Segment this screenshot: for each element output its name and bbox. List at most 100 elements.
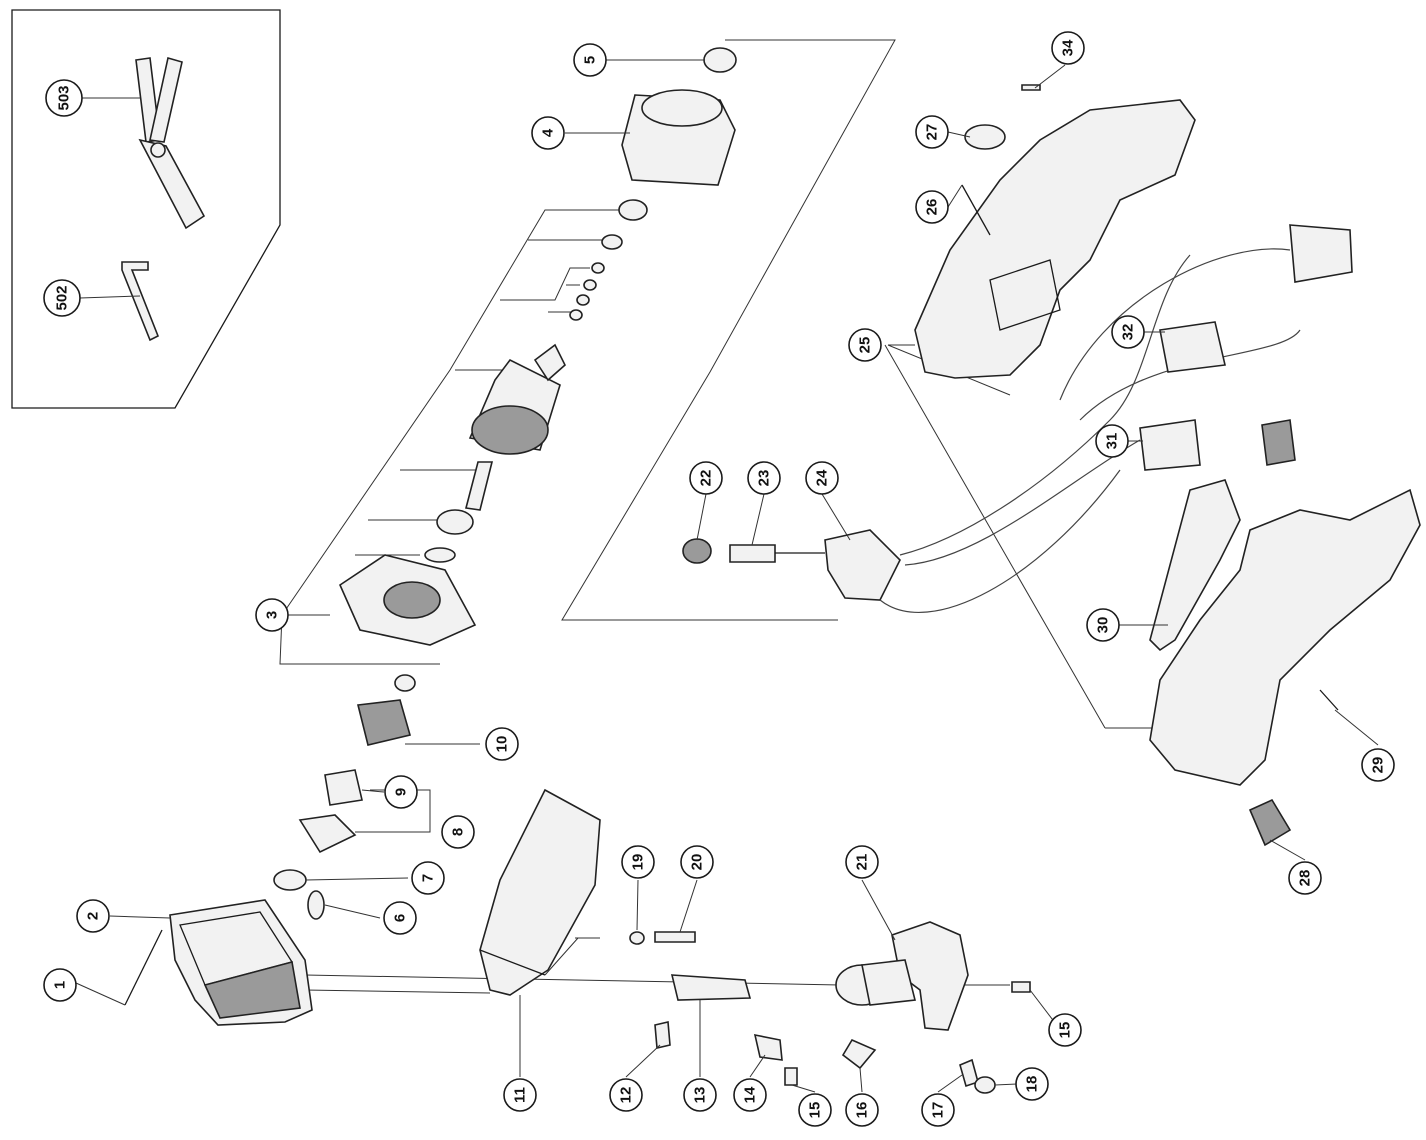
callout-bubble <box>441 815 475 849</box>
callout-bubble <box>384 775 418 809</box>
callout-c20: 20 <box>680 845 714 879</box>
callout-bubble <box>798 1093 832 1127</box>
callout-c15a: 15 <box>798 1093 832 1127</box>
callout-bubble <box>1015 1067 1049 1101</box>
callout-number: 15 <box>807 1102 824 1119</box>
callout-c8: 8 <box>441 815 475 849</box>
callout-bubble <box>383 901 417 935</box>
callout-bubble <box>1051 31 1085 65</box>
callout-c18: 18 <box>1015 1067 1049 1101</box>
callout-c10: 10 <box>485 727 519 761</box>
callout-number: 23 <box>756 470 773 487</box>
callout-c2: 2 <box>76 899 110 933</box>
callout-number: 16 <box>854 1102 871 1119</box>
housing-half-part <box>914 84 1196 379</box>
callout-number: 18 <box>1024 1076 1041 1093</box>
callout-number: 3 <box>264 611 281 619</box>
callout-c6: 6 <box>383 901 417 935</box>
callout-bubble <box>921 1093 955 1127</box>
callout-bubble <box>43 968 77 1002</box>
callout-c22: 22 <box>689 461 723 495</box>
callout-number: 20 <box>689 854 706 871</box>
callout-number: 9 <box>393 788 410 796</box>
callout-c28: 28 <box>1288 861 1322 895</box>
motor-internals <box>273 47 737 920</box>
callout-c1: 1 <box>43 968 77 1002</box>
callout-number: 26 <box>924 199 941 216</box>
callout-bubble <box>915 115 949 149</box>
callout-c24: 24 <box>805 461 839 495</box>
callout-bubble <box>805 461 839 495</box>
callout-c5: 5 <box>573 43 607 77</box>
callout-bubble <box>1361 748 1395 782</box>
callout-c25: 25 <box>848 328 882 362</box>
callout-c23: 23 <box>747 461 781 495</box>
callout-number: 7 <box>420 874 437 882</box>
callout-bubble <box>1111 315 1145 349</box>
callout-bubble <box>683 1078 717 1112</box>
callout-number: 30 <box>1095 617 1112 634</box>
hex-key-part <box>121 261 160 342</box>
callout-c14: 14 <box>733 1078 767 1112</box>
callout-c12: 12 <box>609 1078 643 1112</box>
callout-number: 6 <box>392 914 409 922</box>
callout-leaders <box>75 59 1379 1093</box>
callout-bubble <box>845 1093 879 1127</box>
callout-c31: 31 <box>1095 424 1129 458</box>
callout-number: 32 <box>1120 324 1137 341</box>
callout-bubble <box>45 79 83 117</box>
callout-c502: 502 <box>43 279 81 317</box>
callout-c7: 7 <box>411 861 445 895</box>
callout-number: 31 <box>1104 433 1121 450</box>
callout-number: 24 <box>814 469 831 486</box>
callout-c32: 32 <box>1111 315 1145 349</box>
callout-bubble <box>255 598 289 632</box>
callout-bubble <box>609 1078 643 1112</box>
callout-c34: 34 <box>1051 31 1085 65</box>
callout-number: 11 <box>512 1087 529 1103</box>
callout-c19: 19 <box>621 845 655 879</box>
callout-bubble <box>503 1078 537 1112</box>
callout-number: 22 <box>698 470 715 487</box>
callout-bubble <box>411 861 445 895</box>
screw-part <box>124 929 163 1006</box>
callout-bubble <box>43 279 81 317</box>
callout-c4: 4 <box>531 116 565 150</box>
callout-number: 27 <box>924 124 941 141</box>
callout-c26: 26 <box>915 190 949 224</box>
callout-number: 19 <box>630 854 647 871</box>
callout-c30: 30 <box>1086 608 1120 642</box>
wiring-parts <box>879 224 1353 614</box>
callout-bubble <box>485 727 519 761</box>
callout-number: 2 <box>85 912 102 920</box>
callout-c21: 21 <box>845 845 879 879</box>
callout-c17: 17 <box>921 1093 955 1127</box>
wheel-guard-part <box>479 788 601 996</box>
callout-bubble <box>1086 608 1120 642</box>
callout-number: 15 <box>1057 1022 1074 1039</box>
guard-screw-part <box>629 931 696 945</box>
callout-number: 34 <box>1060 39 1077 56</box>
callout-bubble <box>915 190 949 224</box>
callout-number: 503 <box>56 85 73 110</box>
callout-bubble <box>1048 1013 1082 1047</box>
callout-number: 1 <box>52 981 69 989</box>
accessory-inset <box>11 9 281 409</box>
callout-number: 502 <box>54 285 71 310</box>
callout-bubble <box>747 461 781 495</box>
housing-other-half-part <box>1149 479 1421 847</box>
callout-c9: 9 <box>384 775 418 809</box>
callout-bubble <box>848 328 882 362</box>
callout-bubble <box>621 845 655 879</box>
spindle-parts <box>654 974 798 1086</box>
callout-c13: 13 <box>683 1078 717 1112</box>
callout-bubble <box>76 899 110 933</box>
blade-guard-part <box>835 921 1031 1094</box>
callout-c16: 16 <box>845 1093 879 1127</box>
callout-number: 4 <box>540 128 557 137</box>
callout-number: 14 <box>742 1086 759 1103</box>
callout-number: 13 <box>692 1087 709 1104</box>
callout-number: 5 <box>582 56 599 64</box>
